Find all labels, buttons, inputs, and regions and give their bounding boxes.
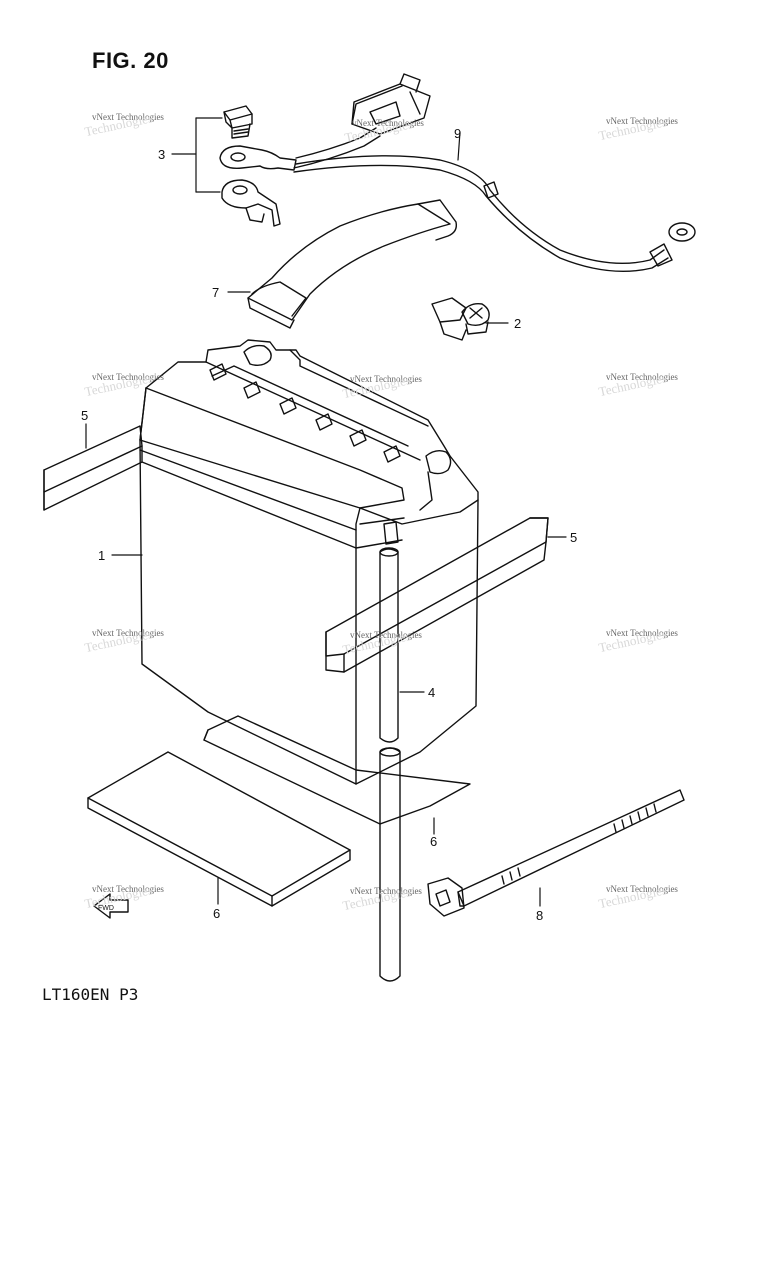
callout-6-left: 6 (213, 906, 220, 921)
battery-plate-upper (203, 715, 471, 825)
callout-2: 2 (514, 316, 521, 331)
cable-band (427, 789, 685, 917)
small-terminal-bolt (431, 297, 490, 341)
callout-1: 1 (98, 548, 105, 563)
battery-strap (247, 199, 458, 329)
terminal-bolt-set (219, 105, 297, 227)
figure-title: FIG. 20 (92, 48, 169, 73)
callout-4: 4 (428, 685, 435, 700)
callout-9: 9 (454, 126, 461, 141)
callout-5-left: 5 (81, 408, 88, 423)
callout-7: 7 (212, 285, 219, 300)
wire-harness (293, 73, 696, 272)
fwd-label: FWD (98, 905, 114, 912)
callout-3: 3 (158, 147, 165, 162)
battery-plate-lower (87, 751, 351, 907)
callout-6-right: 6 (430, 834, 437, 849)
callout-leaders (85, 117, 567, 907)
breather-hose (379, 547, 401, 982)
direction-marker (93, 893, 129, 919)
callout-5-right: 5 (570, 530, 577, 545)
battery (139, 339, 479, 785)
arrow-left-icon (93, 893, 129, 919)
battery-pad-right (325, 517, 549, 673)
callout-8: 8 (536, 908, 543, 923)
figure-code: LT160EN P3 (42, 985, 139, 1004)
battery-pad-left (43, 425, 143, 511)
